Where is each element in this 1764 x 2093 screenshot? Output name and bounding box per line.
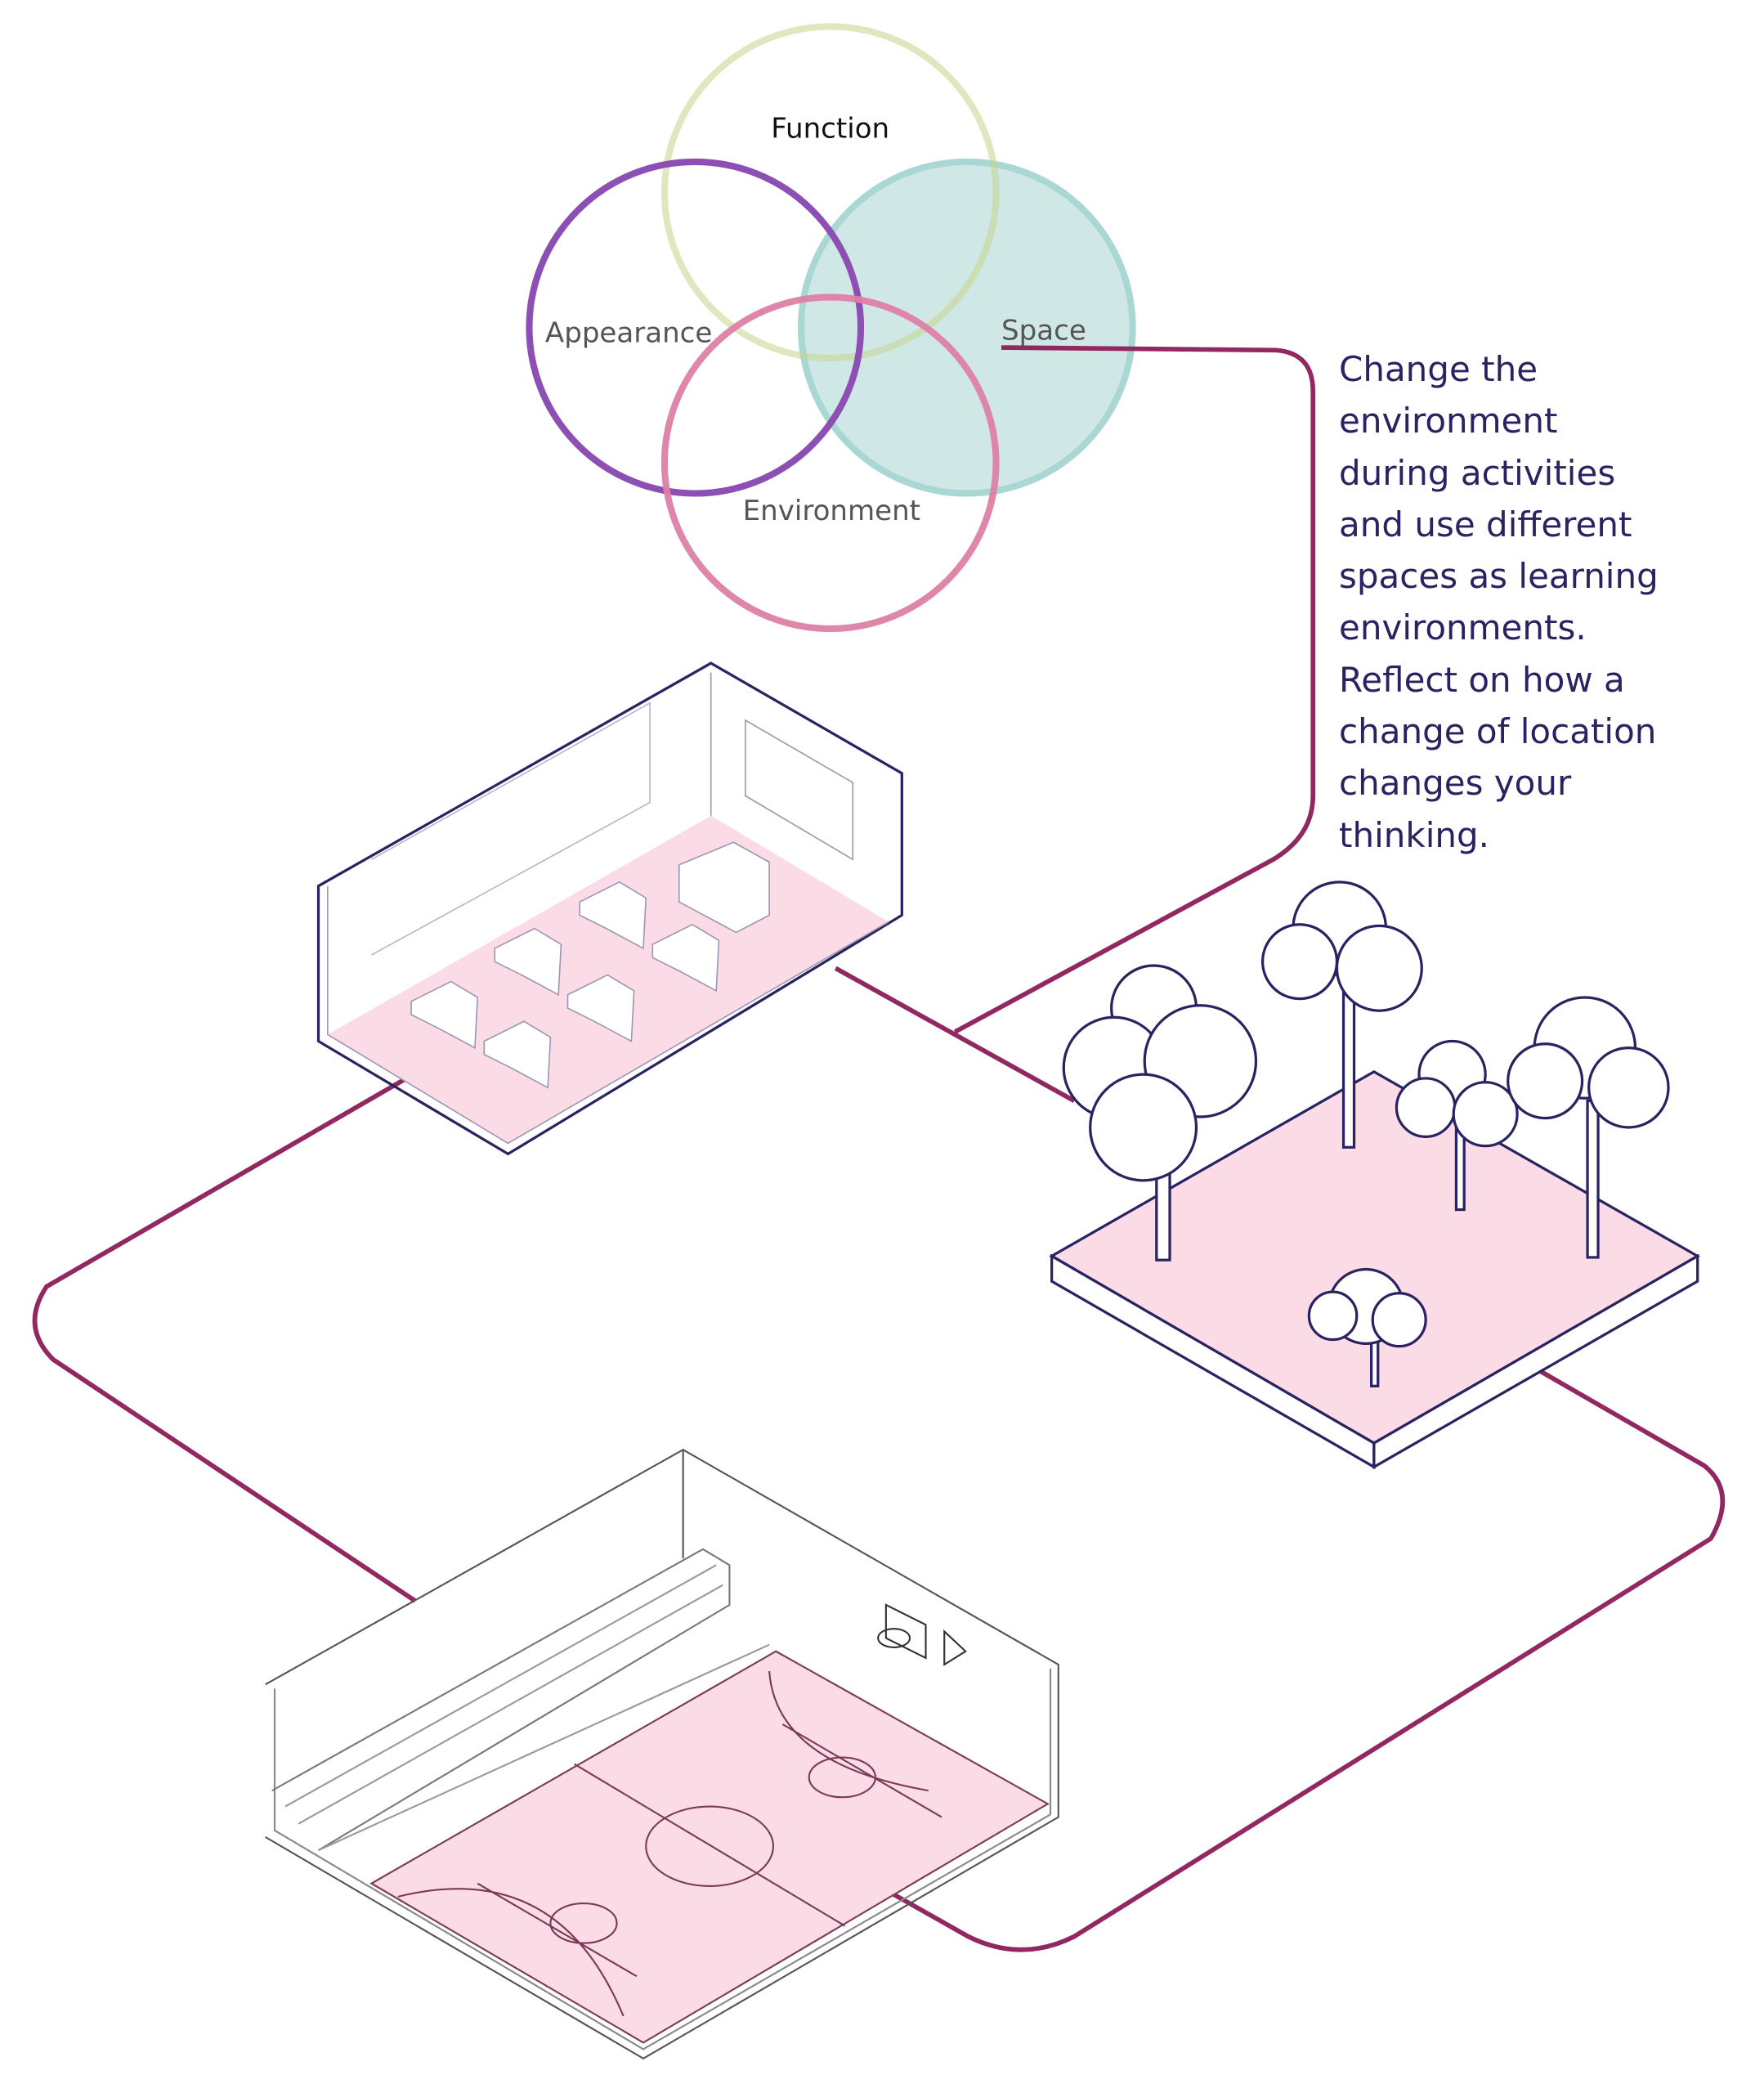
basketball-hoop-icon bbox=[877, 1603, 967, 1666]
function-circle bbox=[660, 23, 1000, 362]
note-line: environment bbox=[1339, 401, 1558, 441]
appearance-circle bbox=[526, 158, 865, 497]
appearance-label: Appearance bbox=[545, 317, 712, 350]
connector-court-to-classroom bbox=[32, 1069, 419, 1603]
note-line: during activities bbox=[1339, 452, 1616, 493]
basketball-court-illustration bbox=[265, 1448, 1059, 2060]
function-label: Function bbox=[771, 113, 889, 146]
note-line: environments. bbox=[1339, 607, 1587, 648]
note-line: thinking. bbox=[1339, 814, 1489, 855]
bush-icon bbox=[1307, 1267, 1427, 1387]
note-line: change of location bbox=[1339, 711, 1657, 752]
connectors bbox=[32, 345, 1726, 1952]
venn-diagram: Function Appearance Space Environment bbox=[526, 23, 1136, 633]
note-line: and use different bbox=[1339, 504, 1632, 545]
instruction-text: Change the environment during activities… bbox=[1339, 343, 1764, 861]
connector-space-to-classroom bbox=[953, 345, 1316, 1034]
classroom-illustration bbox=[316, 661, 903, 1156]
connector-park-to-court bbox=[854, 1333, 1726, 1952]
tree-icon bbox=[1260, 881, 1423, 1149]
environment-circle bbox=[660, 294, 1000, 633]
note-line: spaces as learning bbox=[1339, 556, 1659, 597]
park-illustration bbox=[1049, 881, 1700, 1470]
tree-icon bbox=[1395, 1039, 1519, 1212]
note-line: Change the bbox=[1339, 349, 1538, 389]
connector-classroom-to-park bbox=[834, 966, 1076, 1103]
space-circle bbox=[797, 158, 1136, 497]
space-label: Space bbox=[1001, 314, 1086, 347]
tree-icon bbox=[1062, 964, 1258, 1262]
note-line: Reflect on how a bbox=[1339, 659, 1625, 700]
environment-label: Environment bbox=[743, 495, 920, 527]
note-line: changes your bbox=[1339, 763, 1572, 804]
tree-icon bbox=[1507, 996, 1670, 1259]
